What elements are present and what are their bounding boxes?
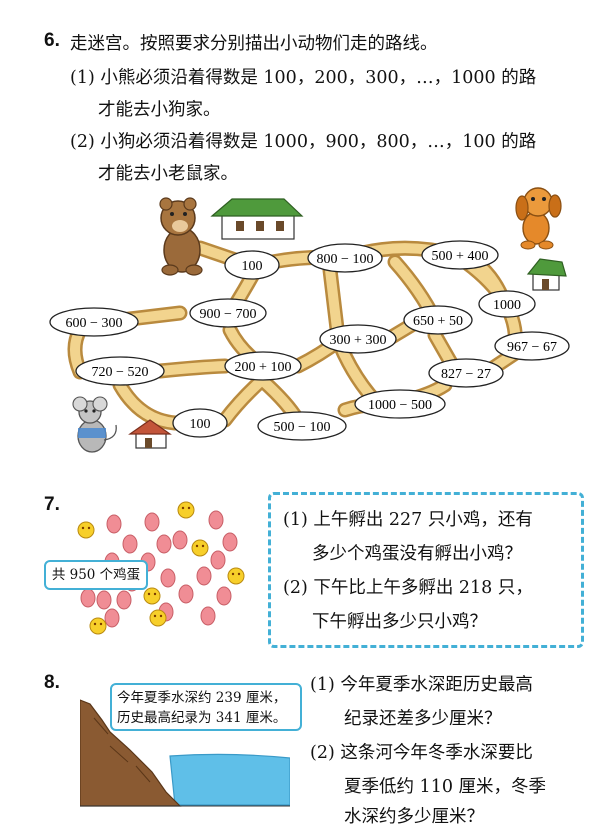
svg-text:800 − 100: 800 − 100 [317, 252, 374, 267]
maze-path-fills [70, 243, 525, 429]
sign-line1: 今年夏季水深约 239 厘米， [117, 690, 287, 706]
q8-q1-line2: 纪录还差多少厘米？ [344, 709, 502, 729]
svg-text:300 + 300: 300 + 300 [330, 333, 387, 348]
maze-diagram: 100 800 − 100 500 + 400 1000 900 − 700 6… [49, 187, 570, 453]
maze-node: 500 + 400 [421, 240, 499, 270]
svg-text:650 + 50: 650 + 50 [413, 314, 463, 329]
svg-text:600 − 300: 600 − 300 [66, 316, 123, 331]
maze-node: 800 − 100 [307, 243, 383, 273]
q8-q2-line2: 夏季低约 110 厘米，冬季 [344, 777, 547, 797]
maze-node: 100 [172, 408, 228, 438]
maze-node: 600 − 300 [49, 307, 139, 337]
sign-line2: 历史最高纪录为 341 厘米。 [117, 710, 287, 726]
q8-q2-line1: (2) 这条河今年冬季水深要比 [310, 743, 533, 763]
maze-node: 900 − 700 [189, 298, 267, 328]
q7-q2-line2: 下午孵出多少只小鸡？ [312, 612, 487, 632]
water-depth-sign [110, 683, 302, 731]
q6-sub1-line1: (1) 小熊必须沿着得数是 100，200，300，…，1000 的路 [70, 68, 537, 88]
water-area [169, 753, 290, 806]
mouse-icon [72, 396, 117, 453]
maze-node: 300 + 300 [319, 324, 397, 354]
svg-text:500 − 100: 500 − 100 [274, 420, 331, 435]
svg-text:827 − 27: 827 − 27 [441, 367, 491, 382]
house-icon [128, 419, 172, 449]
q7-number: 7. [44, 494, 60, 515]
svg-text:900 − 700: 900 − 700 [200, 307, 257, 322]
dog-icon [515, 187, 562, 250]
maze-node: 200 + 100 [224, 351, 302, 381]
house-icon [210, 198, 304, 240]
q7-q1-line1: (1) 上午孵出 227 只小鸡，还有 [283, 510, 533, 530]
maze-node: 100 [224, 250, 280, 280]
house-icon [526, 258, 567, 291]
svg-text:1000 − 500: 1000 − 500 [368, 398, 432, 413]
q6-number: 6. [44, 30, 60, 51]
chick-icon [77, 501, 245, 635]
svg-text:500 + 400: 500 + 400 [432, 249, 489, 264]
q6-sub1-line2: 才能去小狗家。 [98, 100, 221, 120]
q7-question-box [268, 492, 584, 648]
q6-title: 走迷宫。按照要求分别描出小动物们走的路线。 [70, 34, 438, 54]
q8-number: 8. [44, 672, 60, 693]
maze-node: 827 − 27 [428, 358, 504, 388]
svg-text:720 − 520: 720 − 520 [92, 365, 149, 380]
q8-q1-line1: (1) 今年夏季水深距历史最高 [310, 675, 533, 695]
maze-node: 1000 [478, 290, 536, 318]
svg-text:1000: 1000 [493, 298, 521, 313]
maze-node: 1000 − 500 [354, 389, 446, 419]
egg-illustration [77, 501, 245, 635]
svg-text:100: 100 [190, 417, 211, 432]
egg-icon [80, 510, 238, 628]
maze-node: 500 − 100 [257, 411, 347, 441]
bear-icon [159, 197, 203, 276]
q6-sub2-line1: (2) 小狗必须沿着得数是 1000，900，800，…，100 的路 [70, 132, 537, 152]
maze-path-edges [67, 240, 528, 432]
maze-node: 720 − 520 [75, 356, 165, 386]
q8-q2-line3: 水深约多少厘米？ [344, 807, 484, 827]
q6-sub2-line2: 才能去小老鼠家。 [98, 164, 238, 184]
q7-q2-line1: (2) 下午比上午多孵出 218 只， [283, 578, 533, 598]
svg-text:967 − 67: 967 − 67 [507, 340, 557, 355]
svg-text:200 + 100: 200 + 100 [235, 360, 292, 375]
svg-text:100: 100 [242, 259, 263, 274]
maze-node: 967 − 67 [494, 331, 570, 361]
egg-total-label: 共 950 个鸡蛋 [44, 560, 148, 590]
maze-node: 650 + 50 [403, 305, 473, 335]
q7-q1-line2: 多少个鸡蛋没有孵出小鸡？ [312, 544, 522, 564]
